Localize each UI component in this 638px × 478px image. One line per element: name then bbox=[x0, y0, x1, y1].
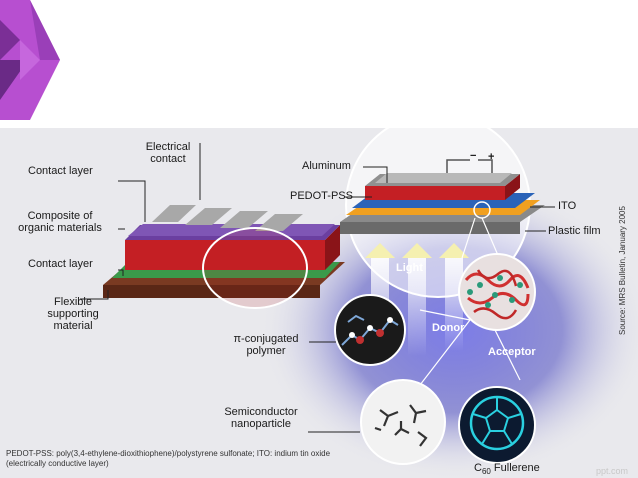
logo-mark bbox=[0, 0, 60, 120]
slide-top-area bbox=[0, 0, 638, 128]
label-semiconductor-line1: Semiconductor bbox=[224, 406, 298, 418]
polymer-circle bbox=[334, 294, 406, 366]
label-contact-layer-bottom: Contact layer bbox=[28, 258, 93, 270]
label-ito: ITO bbox=[558, 200, 577, 212]
label-flexible-line2: supporting bbox=[47, 308, 99, 320]
footnote: PEDOT-PSS: poly(3,4-ethylene-dioxithioph… bbox=[6, 449, 331, 468]
label-fullerene: Fullerene bbox=[493, 462, 540, 474]
zoom-circle-left bbox=[202, 227, 308, 309]
label-composite-line1: Composite of bbox=[27, 210, 93, 222]
label-plastic-film: Plastic film bbox=[548, 225, 601, 237]
blend-circle bbox=[458, 253, 536, 331]
label-pi-conjugated: π-conjugated polymer bbox=[222, 333, 310, 357]
label-pi-conjugated-line1: π-conjugated bbox=[233, 333, 299, 345]
label-minus: − bbox=[470, 150, 477, 162]
label-c60: C bbox=[474, 462, 482, 474]
label-plus: + bbox=[488, 151, 495, 163]
label-contact-layer-top: Contact layer bbox=[28, 165, 93, 177]
label-flexible: Flexible supporting material bbox=[38, 296, 108, 332]
label-composite-line2: organic materials bbox=[18, 222, 102, 234]
label-electrical-contact-line1: Electrical bbox=[145, 141, 191, 153]
label-light: Light bbox=[396, 262, 423, 274]
label-flexible-line3: material bbox=[53, 320, 93, 332]
source-credit: Source: MRS Bulletin, January 2005 bbox=[618, 206, 627, 335]
label-semiconductor-line2: nanoparticle bbox=[231, 418, 291, 430]
label-c60-fullerene: C60 Fullerene bbox=[474, 462, 540, 478]
label-c60-subscript: 60 bbox=[481, 467, 491, 476]
watermark: ppt.com bbox=[596, 466, 629, 476]
light-beams bbox=[365, 243, 469, 366]
label-pi-conjugated-line2: polymer bbox=[246, 345, 286, 357]
label-acceptor: Acceptor bbox=[488, 346, 536, 358]
label-electrical-contact-line2: contact bbox=[150, 153, 186, 165]
label-pedot-pss: PEDOT-PSS bbox=[290, 190, 353, 202]
right-device-stack bbox=[340, 159, 545, 234]
label-flexible-line1: Flexible bbox=[54, 296, 92, 308]
label-composite: Composite of organic materials bbox=[2, 210, 118, 234]
label-aluminum: Aluminum bbox=[302, 160, 351, 172]
left-device-stack bbox=[103, 205, 345, 298]
label-semiconductor: Semiconductor nanoparticle bbox=[212, 406, 310, 430]
label-electrical-contact: Electrical contact bbox=[138, 141, 198, 165]
nanoparticle-circle bbox=[360, 379, 446, 465]
fullerene-circle bbox=[458, 386, 536, 464]
leader-lines bbox=[80, 143, 555, 433]
label-donor: Donor bbox=[432, 322, 465, 334]
